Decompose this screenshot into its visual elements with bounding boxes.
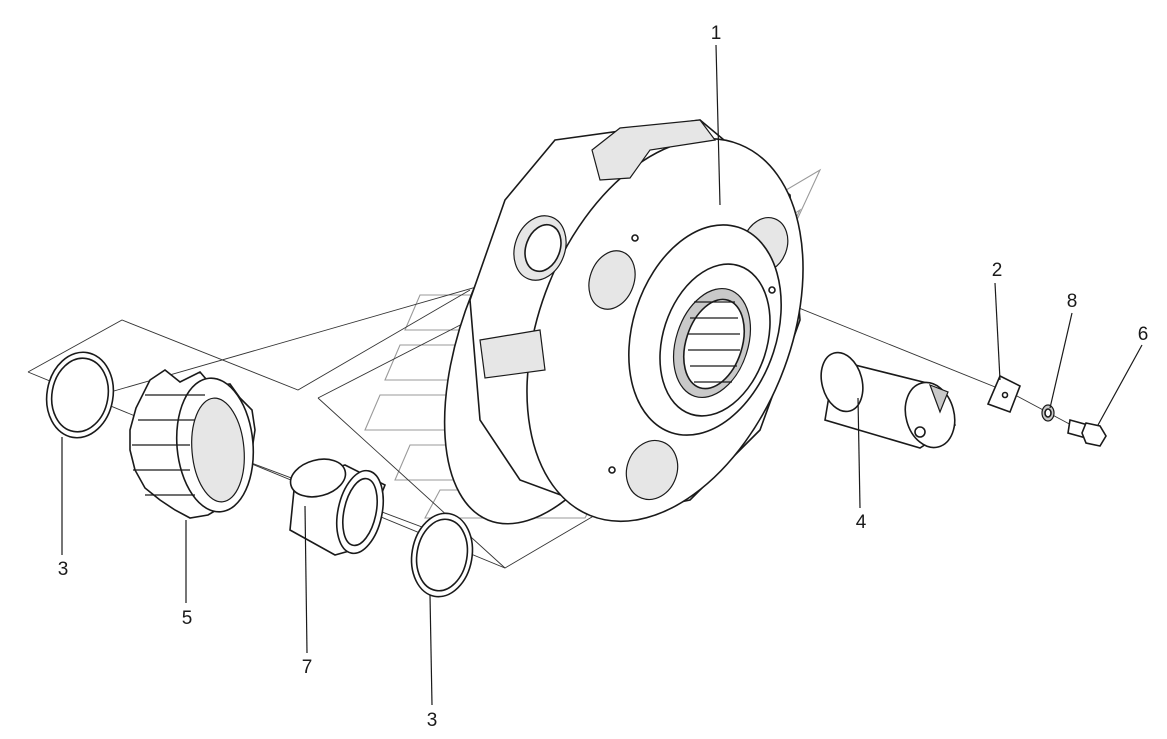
callout-4: 4 (856, 512, 867, 533)
planet-pin (820, 351, 957, 449)
thrust-washer-right (410, 512, 474, 598)
callout-8: 8 (1067, 291, 1078, 312)
planet-gear (129, 369, 256, 519)
callout-1: 1 (711, 23, 722, 44)
bushing (289, 458, 387, 556)
callout-5: 5 (182, 608, 193, 629)
lock-plate (986, 374, 1022, 414)
leader-lines (61, 44, 1143, 706)
callout-6: 6 (1138, 324, 1149, 345)
planet-carrier (443, 119, 804, 525)
callout-2: 2 (992, 260, 1003, 281)
callout-7: 7 (302, 657, 313, 678)
callout-3-left: 3 (58, 559, 69, 580)
bolt (1067, 418, 1107, 447)
spring-washer (1041, 404, 1055, 422)
callout-3-right: 3 (427, 710, 438, 731)
thrust-washer-left (45, 351, 115, 439)
